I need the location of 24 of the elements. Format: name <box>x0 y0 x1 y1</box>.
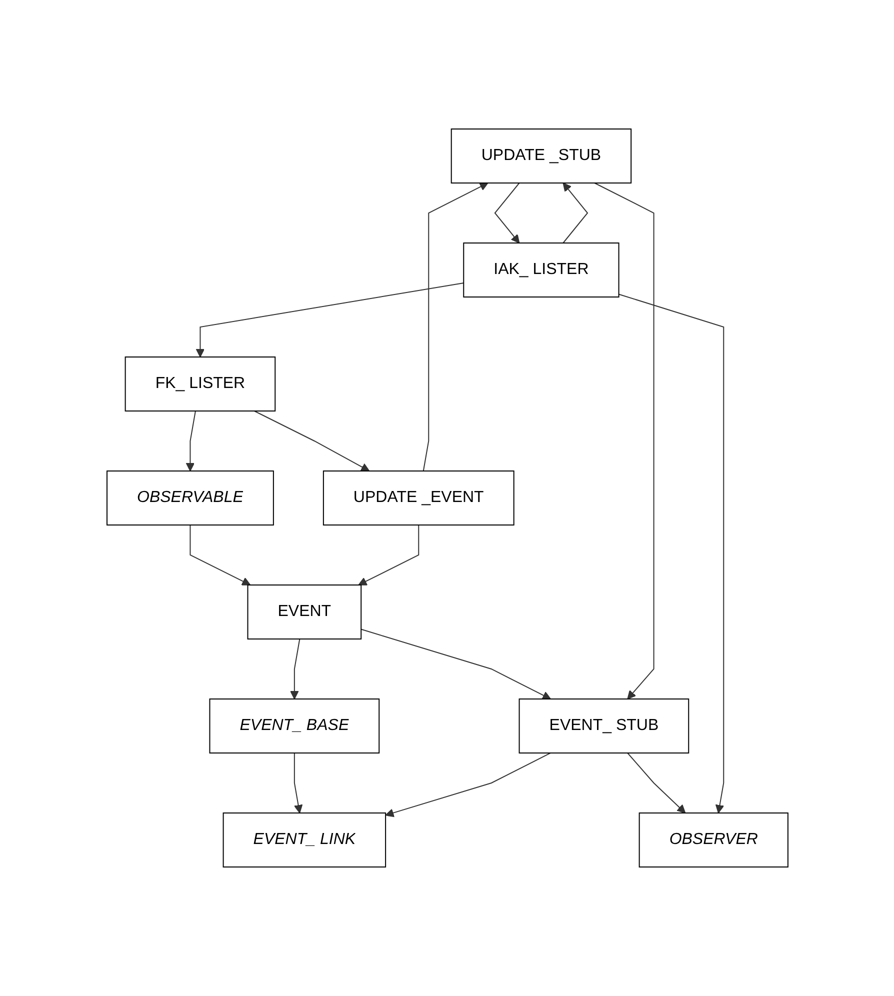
arrow <box>253 410 370 472</box>
node-box: FK_ LISTER <box>124 356 276 412</box>
arrow <box>195 282 464 358</box>
node-box: EVENT <box>246 584 362 640</box>
node-box: OBSERVER <box>638 812 788 868</box>
arrow <box>494 182 520 244</box>
arrow <box>189 524 250 586</box>
node-box: UPDATE _EVENT <box>322 470 514 526</box>
arrow <box>562 182 588 244</box>
arrow <box>185 410 196 472</box>
arrow <box>290 638 300 700</box>
node-box: UPDATE _STUB <box>450 128 632 184</box>
arrow <box>618 294 724 814</box>
arrow <box>422 182 488 472</box>
node-box: IAK_ LISTER <box>462 242 619 298</box>
node-box: EVENT_ BASE <box>208 698 380 754</box>
arrow <box>594 182 654 700</box>
node-box: EVENT_ STUB <box>518 698 689 754</box>
arrow <box>360 628 551 700</box>
arrow <box>293 752 302 814</box>
arrow <box>626 752 686 814</box>
node-box: OBSERVABLE <box>106 470 274 526</box>
arrow <box>358 524 419 586</box>
arrow <box>384 752 551 818</box>
